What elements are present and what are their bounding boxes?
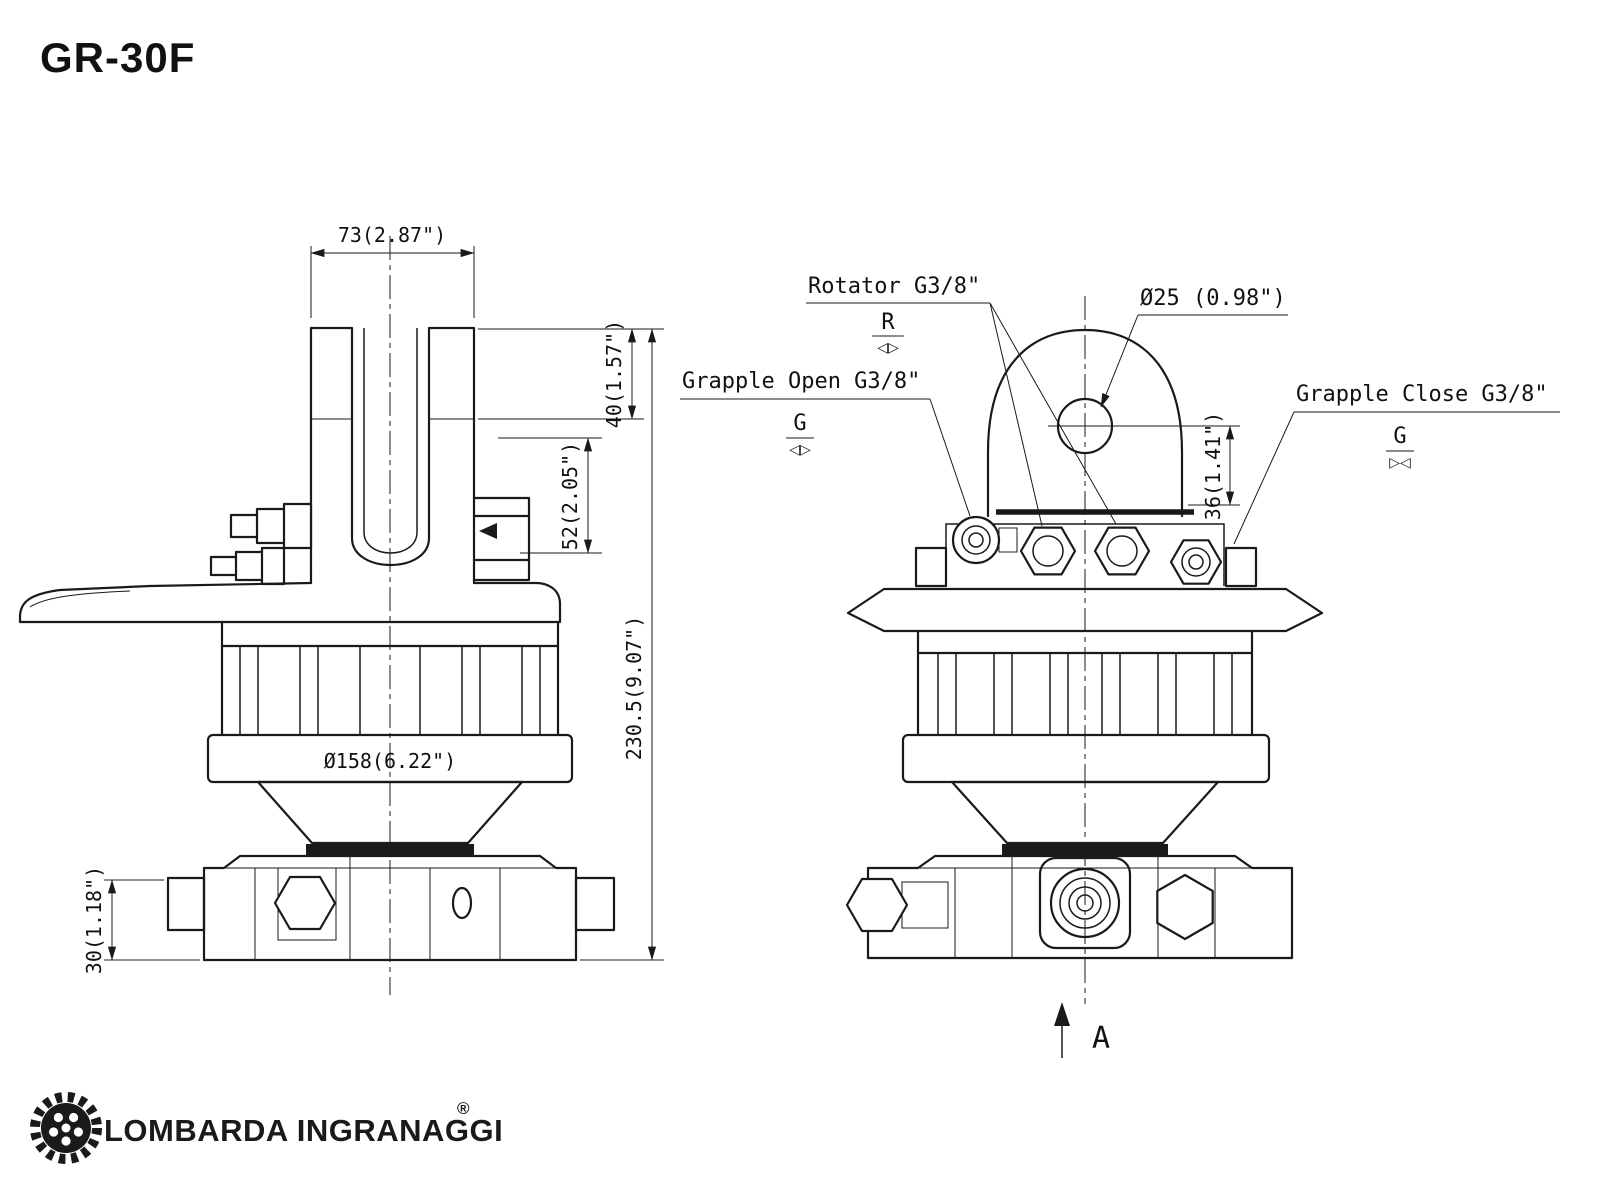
dimension-hole-offset: 36(1.41") xyxy=(1188,412,1240,520)
hex-plug-front-right xyxy=(1156,873,1214,941)
port-symbol: G xyxy=(793,411,806,436)
side-bracket xyxy=(472,496,531,582)
cone-fitting-icon xyxy=(479,523,497,539)
mounting-arm-outline xyxy=(18,581,562,624)
port-symbol: G xyxy=(1393,424,1406,449)
gear-center-hole xyxy=(61,1123,71,1133)
grapple-open-port xyxy=(951,515,1001,565)
flow-direction-icon: ▷◁ xyxy=(1389,455,1411,471)
page-title: GR-30F xyxy=(40,34,195,81)
gear-hole xyxy=(69,1112,79,1123)
dimension-text: 230.5(9.07") xyxy=(622,616,646,761)
leader-arrow xyxy=(1100,314,1139,408)
callout-grapple-open: Grapple Open G3/8" G ◁▷ xyxy=(680,369,971,517)
gear-teeth xyxy=(30,1092,102,1164)
dimension-text: 30(1.18") xyxy=(82,866,106,974)
body-front-ribs xyxy=(937,653,1233,735)
section-arrow: A xyxy=(1054,1002,1110,1058)
seal-band xyxy=(306,844,474,855)
leader-lines xyxy=(989,302,1117,527)
callout-grapple-close: Grapple Close G3/8" G ▷◁ xyxy=(1233,382,1560,545)
flange-front-outline xyxy=(846,587,1324,633)
clevis-outline xyxy=(309,326,476,585)
flange-band-front xyxy=(901,733,1271,784)
gear-hole xyxy=(73,1127,83,1137)
hex-bolt-front-left xyxy=(845,877,909,933)
extension-lines xyxy=(104,879,200,961)
port-tabs xyxy=(914,546,1258,588)
callout-rotator: Rotator G3/8" R ◁▷ xyxy=(806,274,1117,527)
section-label: A xyxy=(1092,1021,1110,1056)
callout-text: Ø25 (0.98") xyxy=(1140,286,1286,311)
gear-icon xyxy=(30,1092,102,1164)
dimension-base-height: 30(1.18") xyxy=(82,866,200,974)
bolt-collar xyxy=(277,867,337,941)
body-ribs xyxy=(239,646,541,735)
section-arrow-head xyxy=(1054,1002,1070,1026)
port-symbol: R xyxy=(881,310,895,335)
registered-trademark: ® xyxy=(457,1099,470,1118)
dimension-text: 52(2.05") xyxy=(558,442,582,550)
extension-lines xyxy=(478,328,664,420)
flow-direction-icon: ◁▷ xyxy=(789,442,811,458)
dimension-clevis-height: 40(1.57") xyxy=(478,320,664,428)
side-pin xyxy=(451,886,473,920)
callout-pin-hole: Ø25 (0.98") xyxy=(1100,286,1288,408)
port-collar xyxy=(998,527,1018,553)
base-block-front-outline xyxy=(866,854,1294,960)
flow-direction-icon: ◁▷ xyxy=(877,340,899,356)
dimension-text: 36(1.41") xyxy=(1201,412,1225,520)
bolt-collar-front xyxy=(901,881,949,929)
callout-text: Rotator G3/8" xyxy=(808,274,980,299)
gear-hole xyxy=(61,1136,71,1146)
extension-lines xyxy=(310,246,475,318)
mounting-arm-contour xyxy=(29,590,131,608)
dimension-text: 40(1.57") xyxy=(602,320,626,428)
callout-text: Grapple Open G3/8" xyxy=(682,369,920,394)
dimension-port-height: 52(2.05") xyxy=(498,437,602,554)
lower-taper-front xyxy=(950,780,1220,845)
dimension-total-height: 230.5(9.07") xyxy=(580,328,664,961)
gear-hole xyxy=(53,1112,63,1123)
rotator-port-left xyxy=(1019,526,1077,576)
base-block-outline xyxy=(202,854,578,962)
leader-lines xyxy=(1233,411,1295,545)
rotator-port-right xyxy=(1093,526,1151,576)
hex-bolt-side xyxy=(273,875,337,931)
base-ears xyxy=(166,876,616,932)
side-hydraulic-fittings xyxy=(209,502,313,586)
callout-text: Grapple Close G3/8" xyxy=(1296,382,1548,407)
grapple-close-port xyxy=(1169,539,1223,585)
gear-hole xyxy=(49,1127,59,1137)
left-view: Ø158(6.22") 73(2.87") 40(1.57") 52(2.05"… xyxy=(18,223,664,995)
brand-name: LOMBARDA INGRANAGGI xyxy=(104,1113,503,1148)
right-view: Rotator G3/8" R ◁▷ Grapple Open G3/8" G … xyxy=(680,274,1560,1058)
lower-taper xyxy=(256,780,524,845)
extension-lines xyxy=(498,437,602,554)
dimension-top-width: 73(2.87") xyxy=(310,223,475,318)
dimension-text: 73(2.87") xyxy=(338,223,446,247)
brand-logo: LOMBARDA INGRANAGGI ® xyxy=(30,1092,503,1164)
leader-lines xyxy=(929,398,971,517)
